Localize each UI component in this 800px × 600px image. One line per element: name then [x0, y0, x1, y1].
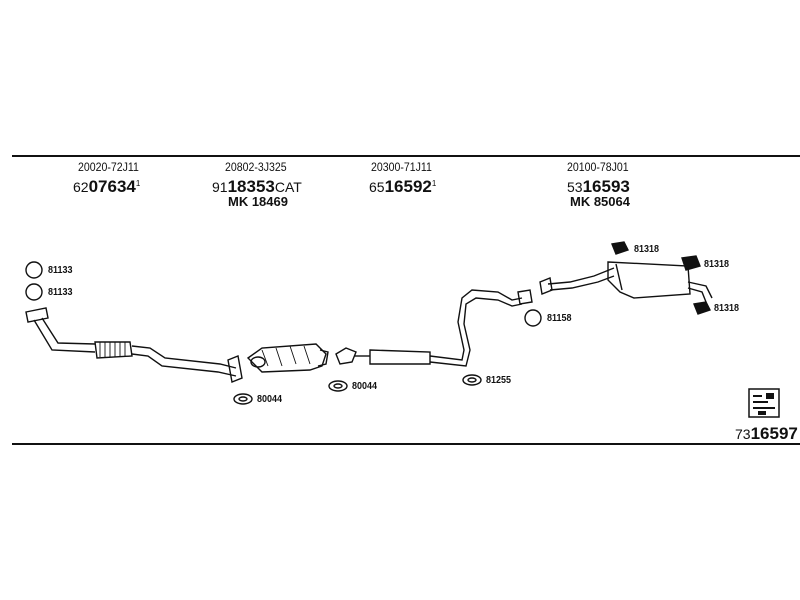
article-main: 16592	[384, 177, 432, 196]
bottom-rule	[12, 443, 800, 445]
front-pipe-edge	[41, 317, 96, 345]
ring-icon	[25, 261, 43, 279]
article-suffix: 1	[431, 179, 437, 188]
article-prefix: 62	[73, 179, 89, 195]
part-label-gasket-b: 80044	[352, 381, 378, 392]
gasket-icon	[328, 380, 348, 392]
oem-number-rear-silencer: 20100-78J01	[567, 160, 629, 174]
article-suffix: CAT	[274, 179, 302, 195]
flange-icon	[25, 307, 49, 323]
article-main: 07634	[88, 177, 136, 196]
article-main: 16593	[582, 177, 630, 196]
catalyst-body	[246, 343, 327, 373]
flange-icon	[539, 277, 553, 295]
part-label-hanger-b: 81318	[704, 259, 730, 270]
complete-set-number: 7316597	[735, 424, 798, 444]
hanger-icon	[693, 301, 711, 315]
flange-icon	[517, 289, 533, 305]
article-main: 18353	[227, 177, 275, 196]
oem-number-front-pipe: 20020-72J11	[78, 160, 139, 174]
article-prefix: 65	[369, 179, 385, 195]
set-main: 16597	[750, 424, 798, 443]
set-prefix: 73	[735, 426, 751, 442]
part-label-gasket-a: 80044	[257, 394, 283, 405]
part-label-ring-b: 81133	[48, 287, 73, 298]
gasket-icon	[462, 374, 482, 386]
front-pipe	[33, 319, 96, 353]
oem-number-catalyst: 20802-3J325	[225, 160, 287, 174]
article-suffix: 1	[135, 179, 141, 188]
front-pipe-rear	[131, 345, 237, 369]
ring-icon	[524, 309, 542, 327]
article-number-rear-silencer: 5316593	[567, 177, 630, 197]
part-label-gasket-c: 81255	[486, 375, 512, 386]
part-label-ring-c: 81158	[547, 313, 572, 324]
article-number-middle-silencer: 65165921	[369, 177, 436, 197]
flange-icon	[335, 347, 357, 365]
hanger-icon	[611, 241, 629, 255]
part-label-hanger-a: 81318	[634, 244, 660, 255]
oem-number-middle-silencer: 20300-71J11	[371, 160, 432, 174]
flange-icon	[227, 355, 243, 383]
ring-icon	[25, 283, 43, 301]
article-prefix: 91	[212, 179, 228, 195]
article-number-front-pipe: 62076341	[73, 177, 140, 197]
part-label-ring-a: 81133	[48, 265, 73, 276]
part-label-hanger-c: 81318	[714, 303, 740, 314]
mk-number-catalyst: MK 18469	[228, 194, 288, 209]
flex-joint-icon	[94, 341, 133, 359]
middle-silencer-body	[369, 349, 431, 365]
mk-number-rear-silencer: MK 85064	[570, 194, 630, 209]
hanger-icon	[681, 255, 701, 271]
top-rule	[12, 155, 800, 157]
exhaust-system-logo-icon	[748, 388, 780, 418]
article-number-catalyst: 9118353CAT	[212, 177, 302, 197]
gasket-icon	[233, 393, 253, 405]
article-prefix: 53	[567, 179, 583, 195]
